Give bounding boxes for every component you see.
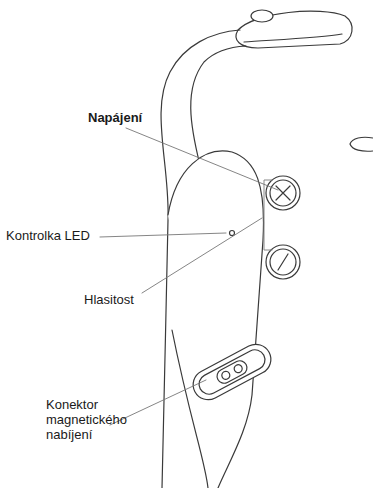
power-button-symbol <box>276 186 290 200</box>
earpiece-button <box>251 10 273 22</box>
bracket <box>264 180 272 250</box>
leader-line <box>126 128 278 190</box>
charging-connector <box>188 339 276 405</box>
part-label: Kontrolka LED <box>6 228 106 243</box>
control-body <box>168 151 264 488</box>
leader-line <box>100 233 226 237</box>
volume-button-symbol <box>278 254 288 270</box>
leader-line <box>142 218 262 293</box>
body-contour <box>172 330 208 488</box>
other-side-fragment <box>350 137 373 151</box>
led-dot <box>230 231 235 236</box>
volume-button-inner <box>270 249 296 275</box>
part-label: Hlasitost <box>84 292 164 307</box>
earpiece-edge <box>244 34 342 42</box>
part-label: Napájení <box>88 110 178 125</box>
headband-inner <box>191 46 246 165</box>
power-button <box>266 176 300 210</box>
part-label: Konektor magnetického nabíjení <box>46 397 142 442</box>
power-button-inner <box>270 180 296 206</box>
